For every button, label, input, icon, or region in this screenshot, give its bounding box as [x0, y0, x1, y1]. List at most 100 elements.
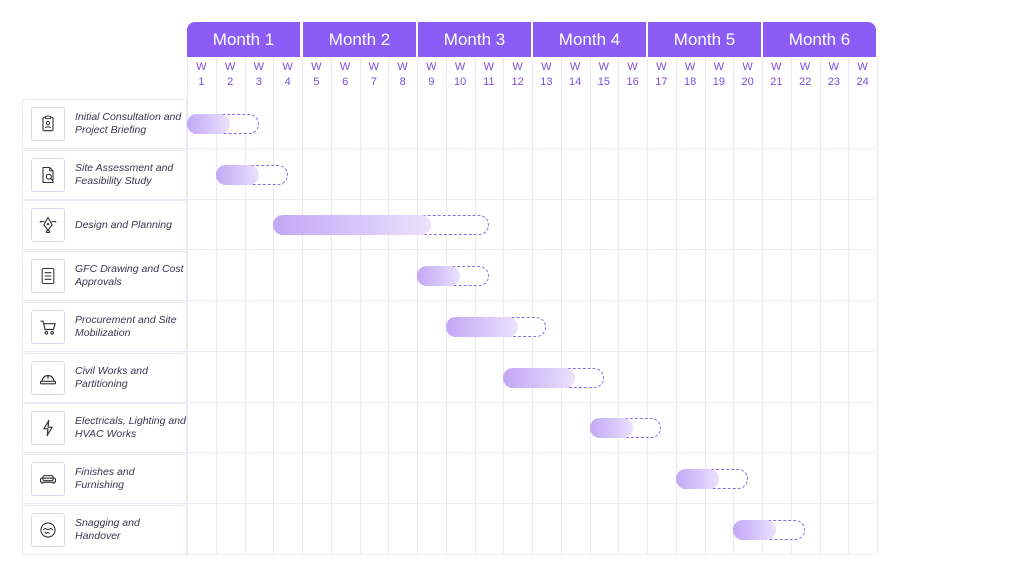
week-header: W 23 [820, 60, 849, 92]
week-prefix: W [742, 61, 753, 73]
week-gridline [388, 58, 390, 554]
week-gridline [819, 58, 821, 554]
week-gridline [474, 58, 476, 554]
month-header: Month 4 [533, 22, 646, 57]
actual-bar [503, 367, 576, 388]
task-label-box: Procurement and Site Mobilization [22, 301, 187, 352]
week-prefix: W [454, 61, 466, 73]
week-prefix: W [857, 61, 868, 73]
task-label: Snagging and Handover [75, 516, 140, 542]
task-label: Procurement and Site Mobilization [75, 313, 177, 339]
week-prefix: W [512, 61, 523, 73]
week-gridline [848, 58, 850, 554]
task-row [22, 302, 875, 352]
task-label-box: Finishes and Furnishing [22, 453, 187, 504]
week-gridline [187, 58, 188, 554]
week-prefix: W [713, 61, 725, 73]
actual-bar [273, 215, 432, 236]
week-prefix: W [282, 61, 293, 73]
week-prefix: W [368, 61, 380, 73]
week-prefix: W [224, 61, 236, 73]
month-header: Month 2 [303, 22, 416, 57]
week-prefix: W [483, 61, 495, 73]
week-prefix: W [828, 61, 840, 73]
week-number: 1 [198, 76, 205, 88]
actual-bar [733, 519, 777, 540]
week-number: 13 [540, 76, 553, 88]
actual-bar [417, 266, 461, 287]
actual-bar [445, 316, 518, 337]
task-row [22, 454, 875, 504]
week-prefix: W [311, 61, 322, 73]
week-number: 18 [684, 76, 697, 88]
task-label: Design and Planning [75, 218, 172, 231]
week-prefix: W [684, 61, 696, 73]
week-gridline [244, 58, 246, 554]
document-search-icon [31, 157, 65, 192]
week-number: 22 [799, 76, 812, 88]
week-number: 14 [569, 76, 582, 88]
task-row [22, 150, 875, 200]
week-gridline [589, 58, 591, 554]
week-gridline [560, 58, 562, 554]
week-number: 8 [399, 76, 406, 88]
week-gridline [215, 58, 217, 554]
week-gridline [675, 58, 677, 554]
task-label: Electricals, Lighting and HVAC Works [75, 415, 186, 441]
week-gridline [330, 58, 332, 554]
week-number: 4 [284, 76, 291, 88]
week-prefix: W [656, 61, 667, 73]
week-number: 9 [428, 76, 435, 88]
actual-bar [675, 468, 719, 489]
week-gridline [273, 58, 275, 554]
week-number: 11 [483, 76, 495, 88]
task-label: Finishes and Furnishing [75, 465, 135, 491]
week-gridline [532, 58, 533, 554]
week-gridline [417, 58, 418, 554]
week-header: W 18 [676, 60, 705, 92]
week-header: W 12 [503, 60, 532, 92]
week-number: 24 [856, 76, 869, 88]
task-label-box: Design and Planning [22, 200, 187, 251]
week-prefix: W [339, 61, 351, 73]
task-row [22, 99, 875, 149]
week-header: W 24 [848, 60, 877, 92]
hard-hat-icon [31, 360, 65, 395]
week-number: 2 [227, 76, 234, 88]
week-gridline [762, 58, 763, 554]
month-header: Month 1 [187, 22, 300, 57]
week-prefix: W [397, 61, 408, 73]
week-gridline [359, 58, 361, 554]
task-row [22, 403, 875, 454]
task-row [22, 505, 875, 555]
clipboard-icon [31, 107, 65, 141]
month-header: Month 6 [763, 22, 876, 57]
task-label: GFC Drawing and Cost Approvals [75, 263, 184, 289]
week-number: 7 [370, 76, 377, 88]
week-number: 16 [626, 76, 639, 88]
task-label-box: Snagging and Handover [22, 504, 187, 555]
task-label: Civil Works and Partitioning [75, 364, 148, 390]
week-number: 6 [342, 76, 349, 88]
actual-bar [187, 114, 231, 134]
week-number: 23 [827, 76, 840, 88]
week-number: 12 [511, 76, 524, 88]
week-gridline [503, 58, 505, 554]
handshake-icon [31, 512, 65, 547]
month-header: Month 5 [648, 22, 761, 57]
